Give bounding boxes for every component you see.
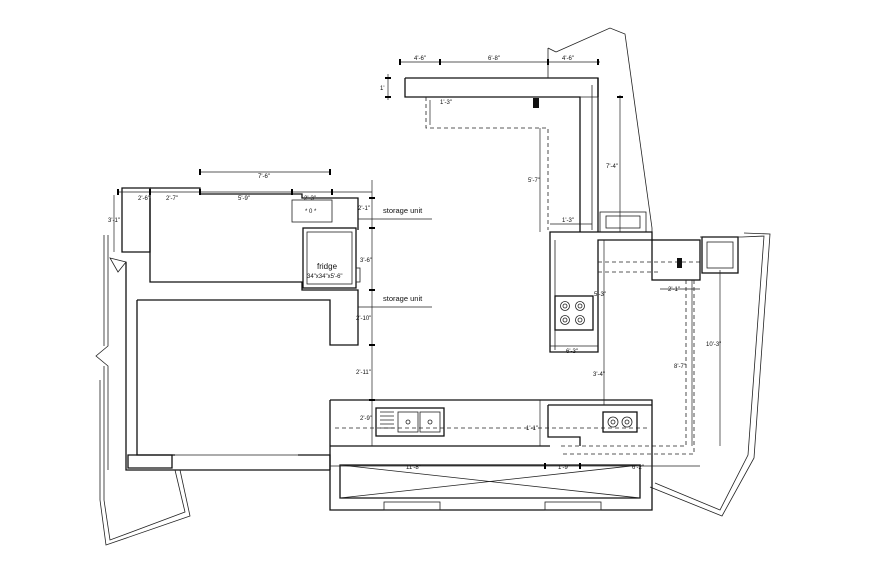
- dim-room-top: 7'-6": [258, 174, 270, 180]
- dim-bottom-right: 6'-2": [632, 465, 644, 471]
- dim-bottom-mid: 1'-9": [558, 465, 570, 471]
- fridge: fridge 34"x34"x5'-6": [302, 227, 361, 289]
- fridge-size-label: 34"x34"x5'-6": [307, 274, 343, 280]
- dim-col-1: 2'-1": [358, 206, 370, 212]
- dim-room-d: 2'-3": [304, 196, 316, 202]
- dimension-lines: 4'-6" 6'-8" 4'-6" 1' 1'-3" 7'-4" 5'-7" 1…: [108, 56, 721, 471]
- storage-unit-callouts: storage unit storage unit: [358, 206, 432, 308]
- storage-unit-label-2: storage unit: [383, 294, 423, 303]
- dim-island-w: 6'-3": [566, 349, 578, 355]
- dim-col-4: 2'-11": [356, 370, 371, 376]
- dim-room-c: 5'-9": [238, 196, 250, 202]
- dim-col-3: 2'-10": [356, 316, 371, 322]
- dim-top-right: 4'-6": [562, 56, 574, 62]
- dim-room-a: 2'-6": [138, 196, 150, 202]
- tap-fixture: [533, 98, 539, 108]
- dim-island-v: 5'-3": [594, 292, 606, 298]
- left-room-walls: [95, 187, 359, 546]
- dim-bottom-left: 11'-8": [406, 465, 421, 471]
- dim-col-2: 3'-6": [360, 258, 372, 264]
- storage-unit-label-1: storage unit: [383, 206, 423, 215]
- dim-right-small: 2'-1": [668, 287, 680, 293]
- dim-mid-small: 1'-3": [562, 218, 574, 224]
- fridge-label: fridge: [317, 262, 338, 271]
- dim-top-vert: 1': [380, 86, 384, 92]
- dim-mid-vert: 5'-7": [528, 178, 540, 184]
- bottom-counter: [329, 399, 653, 511]
- svg-text:* 0 *: * 0 *: [305, 209, 317, 215]
- dim-bottom-small-v: 1'-1": [526, 426, 538, 432]
- island-counter: [549, 231, 700, 353]
- dim-right-v: 8'-7": [674, 364, 686, 370]
- dim-far-right-v: 10'-3": [706, 342, 721, 348]
- dim-col-5: 2'-9": [360, 416, 372, 422]
- dim-left-vert: 3'-1": [108, 218, 120, 224]
- right-counter: [560, 232, 771, 517]
- dim-top-inner: 1'-3": [440, 100, 452, 106]
- dim-island-small: 3'-4": [593, 372, 605, 378]
- dim-top-mid: 6'-8": [488, 56, 500, 62]
- top-counter: [404, 27, 653, 233]
- upper-storage-cabinet: * 0 *: [291, 199, 333, 223]
- dim-room-b: 2'-7": [166, 196, 178, 202]
- dim-right-vert-upper: 7'-4": [606, 164, 618, 170]
- dim-top-left: 4'-6": [414, 56, 426, 62]
